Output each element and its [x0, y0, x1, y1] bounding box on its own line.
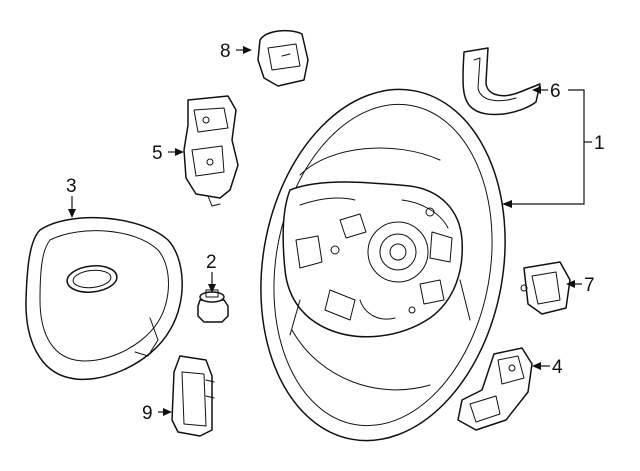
- callout-8: 8: [220, 41, 231, 62]
- steering-wheel: [260, 88, 506, 442]
- callout-6: 6: [550, 81, 561, 102]
- callout-2: 2: [206, 252, 217, 273]
- switch-right: [457, 347, 533, 431]
- callout-1: 1: [594, 133, 605, 154]
- bolt: [197, 289, 229, 323]
- air-bag-module: [25, 216, 183, 381]
- callout-4: 4: [552, 357, 563, 378]
- trim-bezel: [462, 47, 541, 116]
- switch-left: [183, 95, 239, 207]
- leader-lines: [68, 46, 592, 416]
- callout-5: 5: [152, 143, 163, 164]
- callout-3: 3: [66, 176, 77, 197]
- callout-7: 7: [584, 275, 595, 296]
- trim-cover-upper: [257, 29, 309, 87]
- control-module: [171, 355, 215, 437]
- trim-cover-right: [520, 261, 571, 315]
- callout-9: 9: [142, 403, 153, 424]
